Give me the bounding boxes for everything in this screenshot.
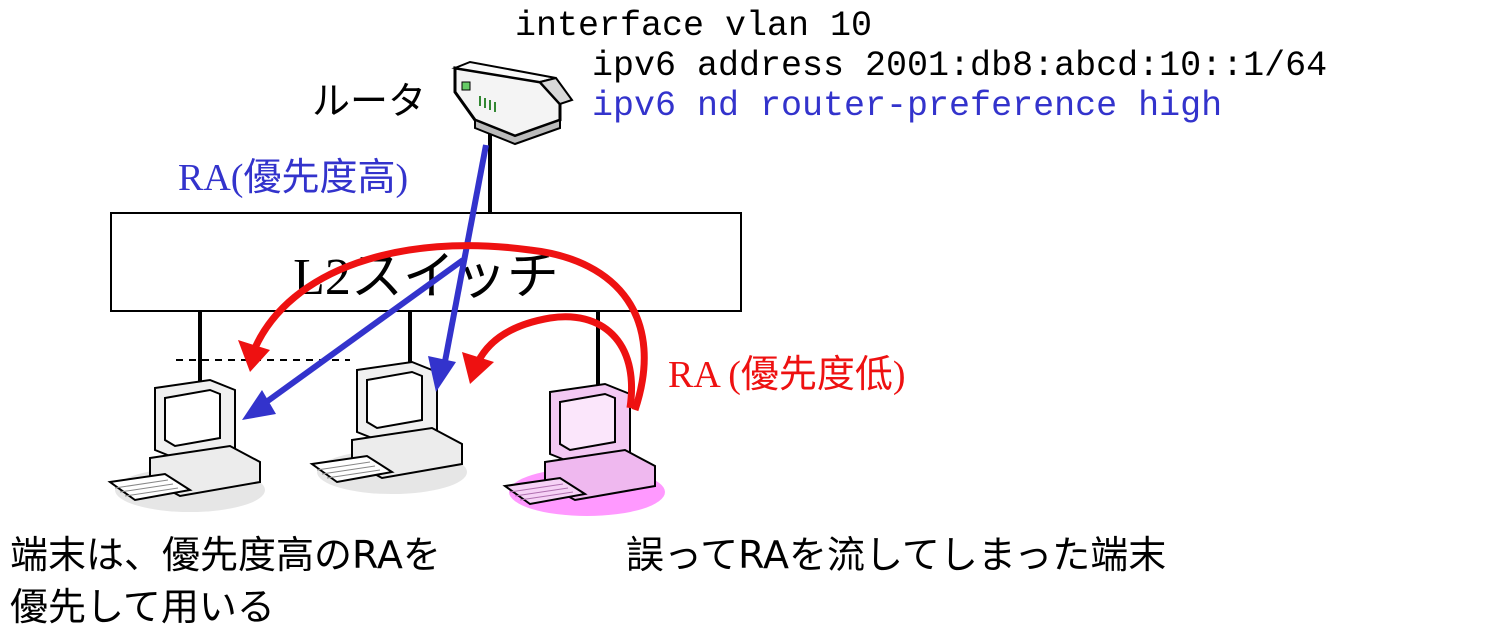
config-line-3: ipv6 nd router-preference high [592,86,1223,126]
config-line-2: ipv6 address 2001:db8:abcd:10::1/64 [592,46,1328,86]
ra-low-label: RA (優先度低) [668,354,906,396]
ra-high-label: RA(優先度高) [178,157,409,199]
desktop-pc-icon [107,378,265,512]
caption-left-line-1: 端末は、優先度高のRAを [10,533,441,577]
switch-label: L2スイッチ [293,249,559,306]
caption-right: 誤ってRAを流してしまった端末 [626,533,1167,577]
router-label: ルータ [312,79,427,123]
router-icon [451,60,574,146]
caption-left-line-2: 優先して用いる [10,585,275,629]
config-line-1: interface vlan 10 [515,6,873,46]
rogue-pc-icon [502,382,665,516]
desktop-pc-icon [309,360,467,494]
l2-switch: L2スイッチ [110,212,742,312]
